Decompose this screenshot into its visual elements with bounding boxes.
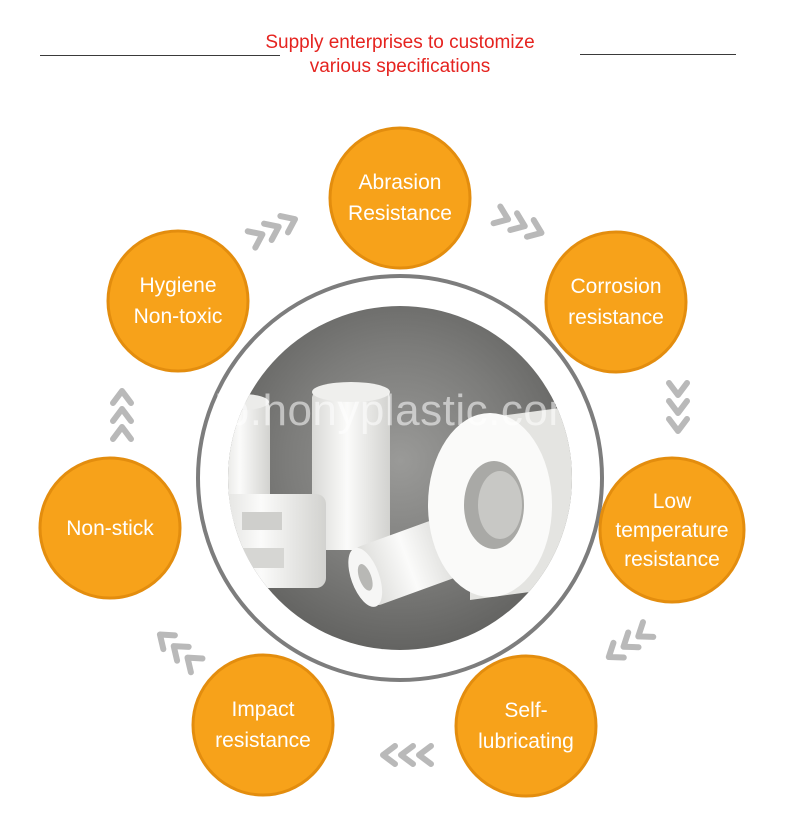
header-rule-left: [40, 55, 280, 56]
feature-circle-impact: [191, 653, 335, 797]
feature-label-corrosion: Corrosion resistance: [568, 275, 664, 329]
ptfe-ring: [428, 408, 572, 600]
feature-circle-abrasion: [328, 126, 472, 270]
header-rule-right: [580, 54, 736, 55]
feature-circle-non-stick: [38, 456, 182, 600]
feature-circle-low-temperature: [598, 456, 746, 604]
photo-ring: [196, 274, 604, 682]
header-line-1: Supply enterprises to customize: [265, 32, 535, 53]
feature-label-non-stick: Non-stick: [66, 516, 154, 540]
arrow-group-hygiene-to-abrasion: [248, 211, 299, 248]
arrow-group-self-lubricating-to-impact: [383, 746, 431, 764]
feature-circle-self-lubricating: [454, 654, 598, 798]
feature-circle-hygiene: [106, 229, 250, 373]
feature-label-abrasion: Abrasion Resistance: [348, 171, 452, 225]
feature-label-self-lubricating: Self- lubricating: [478, 699, 574, 753]
feature-label-impact: Impact resistance: [215, 698, 311, 752]
feature-label-low-temperature: Low temperature resistance: [615, 489, 729, 571]
arrow-group-low-temperature-to-self-lubricating: [604, 622, 654, 664]
ptfe-tube-tall: [312, 392, 390, 550]
feature-circle-corrosion: [544, 230, 688, 374]
ptfe-bushing: [228, 494, 326, 588]
header-title: Supply enterprises to customize various …: [0, 31, 800, 79]
watermark-text: jp.honyplastic.com: [214, 386, 586, 435]
feature-label-hygiene: Hygiene Non-toxic: [133, 274, 223, 328]
arrow-group-abrasion-to-corrosion: [494, 207, 545, 242]
header-line-2: various specifications: [309, 56, 491, 77]
